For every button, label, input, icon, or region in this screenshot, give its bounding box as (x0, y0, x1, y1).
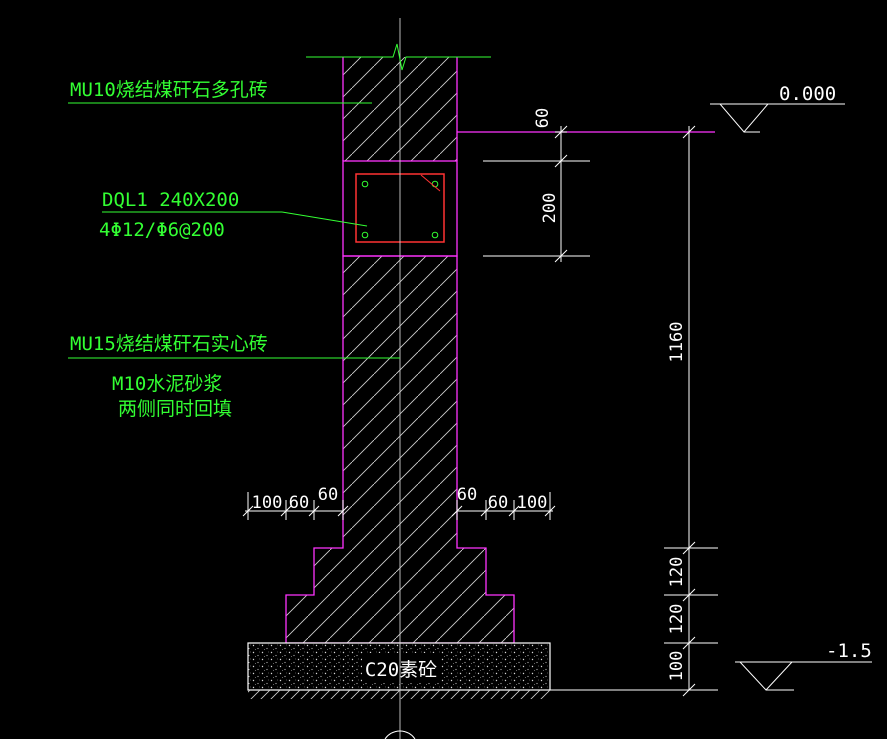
dim-left-100: 100 (252, 493, 283, 513)
elevation-mark-top: 0.000 (710, 83, 845, 133)
break-line-top (306, 43, 491, 71)
elevation-mark-bottom: -1.5 (735, 640, 872, 691)
dimension-chain-right: 1160 120 120 100 (550, 125, 718, 697)
elevation-bottom-value: -1.5 (826, 640, 872, 662)
dim-left-60-b: 60 (318, 485, 338, 505)
beam-rebar-label: 4Φ12/Φ6@200 (99, 219, 225, 241)
dim-right-100: 100 (517, 493, 548, 513)
dim-100-right: 100 (667, 651, 687, 682)
lower-brick-label: MU15烧结煤矸石实心砖 (70, 333, 268, 355)
dim-200: 200 (540, 193, 560, 224)
dim-right-60-a: 60 (457, 485, 477, 505)
dim-60-top: 60 (533, 108, 553, 128)
elevation-top-value: 0.000 (779, 83, 836, 105)
dim-left-60-a: 60 (289, 493, 309, 513)
dimension-beam: 60 200 (483, 108, 590, 263)
axis-circle-bottom (384, 730, 416, 739)
mortar-label: M10水泥砂浆 (112, 373, 222, 395)
beam-name-label: DQL1 240X200 (102, 189, 239, 211)
leader-lines (68, 102, 400, 359)
backfill-label: 两侧同时回填 (118, 398, 232, 420)
concrete-label: C20素砼 (365, 659, 437, 681)
dimension-steps-right: 60 60 100 (451, 485, 556, 520)
concrete-base: C20素砼 (247, 642, 551, 699)
top-brick-label: MU10烧结煤矸石多孔砖 (70, 79, 268, 101)
dimension-steps-left: 100 60 60 (242, 485, 349, 520)
dim-120-a: 120 (667, 557, 687, 588)
dim-1160: 1160 (667, 322, 687, 363)
dim-right-60-b: 60 (488, 493, 508, 513)
dim-120-b: 120 (667, 604, 687, 635)
